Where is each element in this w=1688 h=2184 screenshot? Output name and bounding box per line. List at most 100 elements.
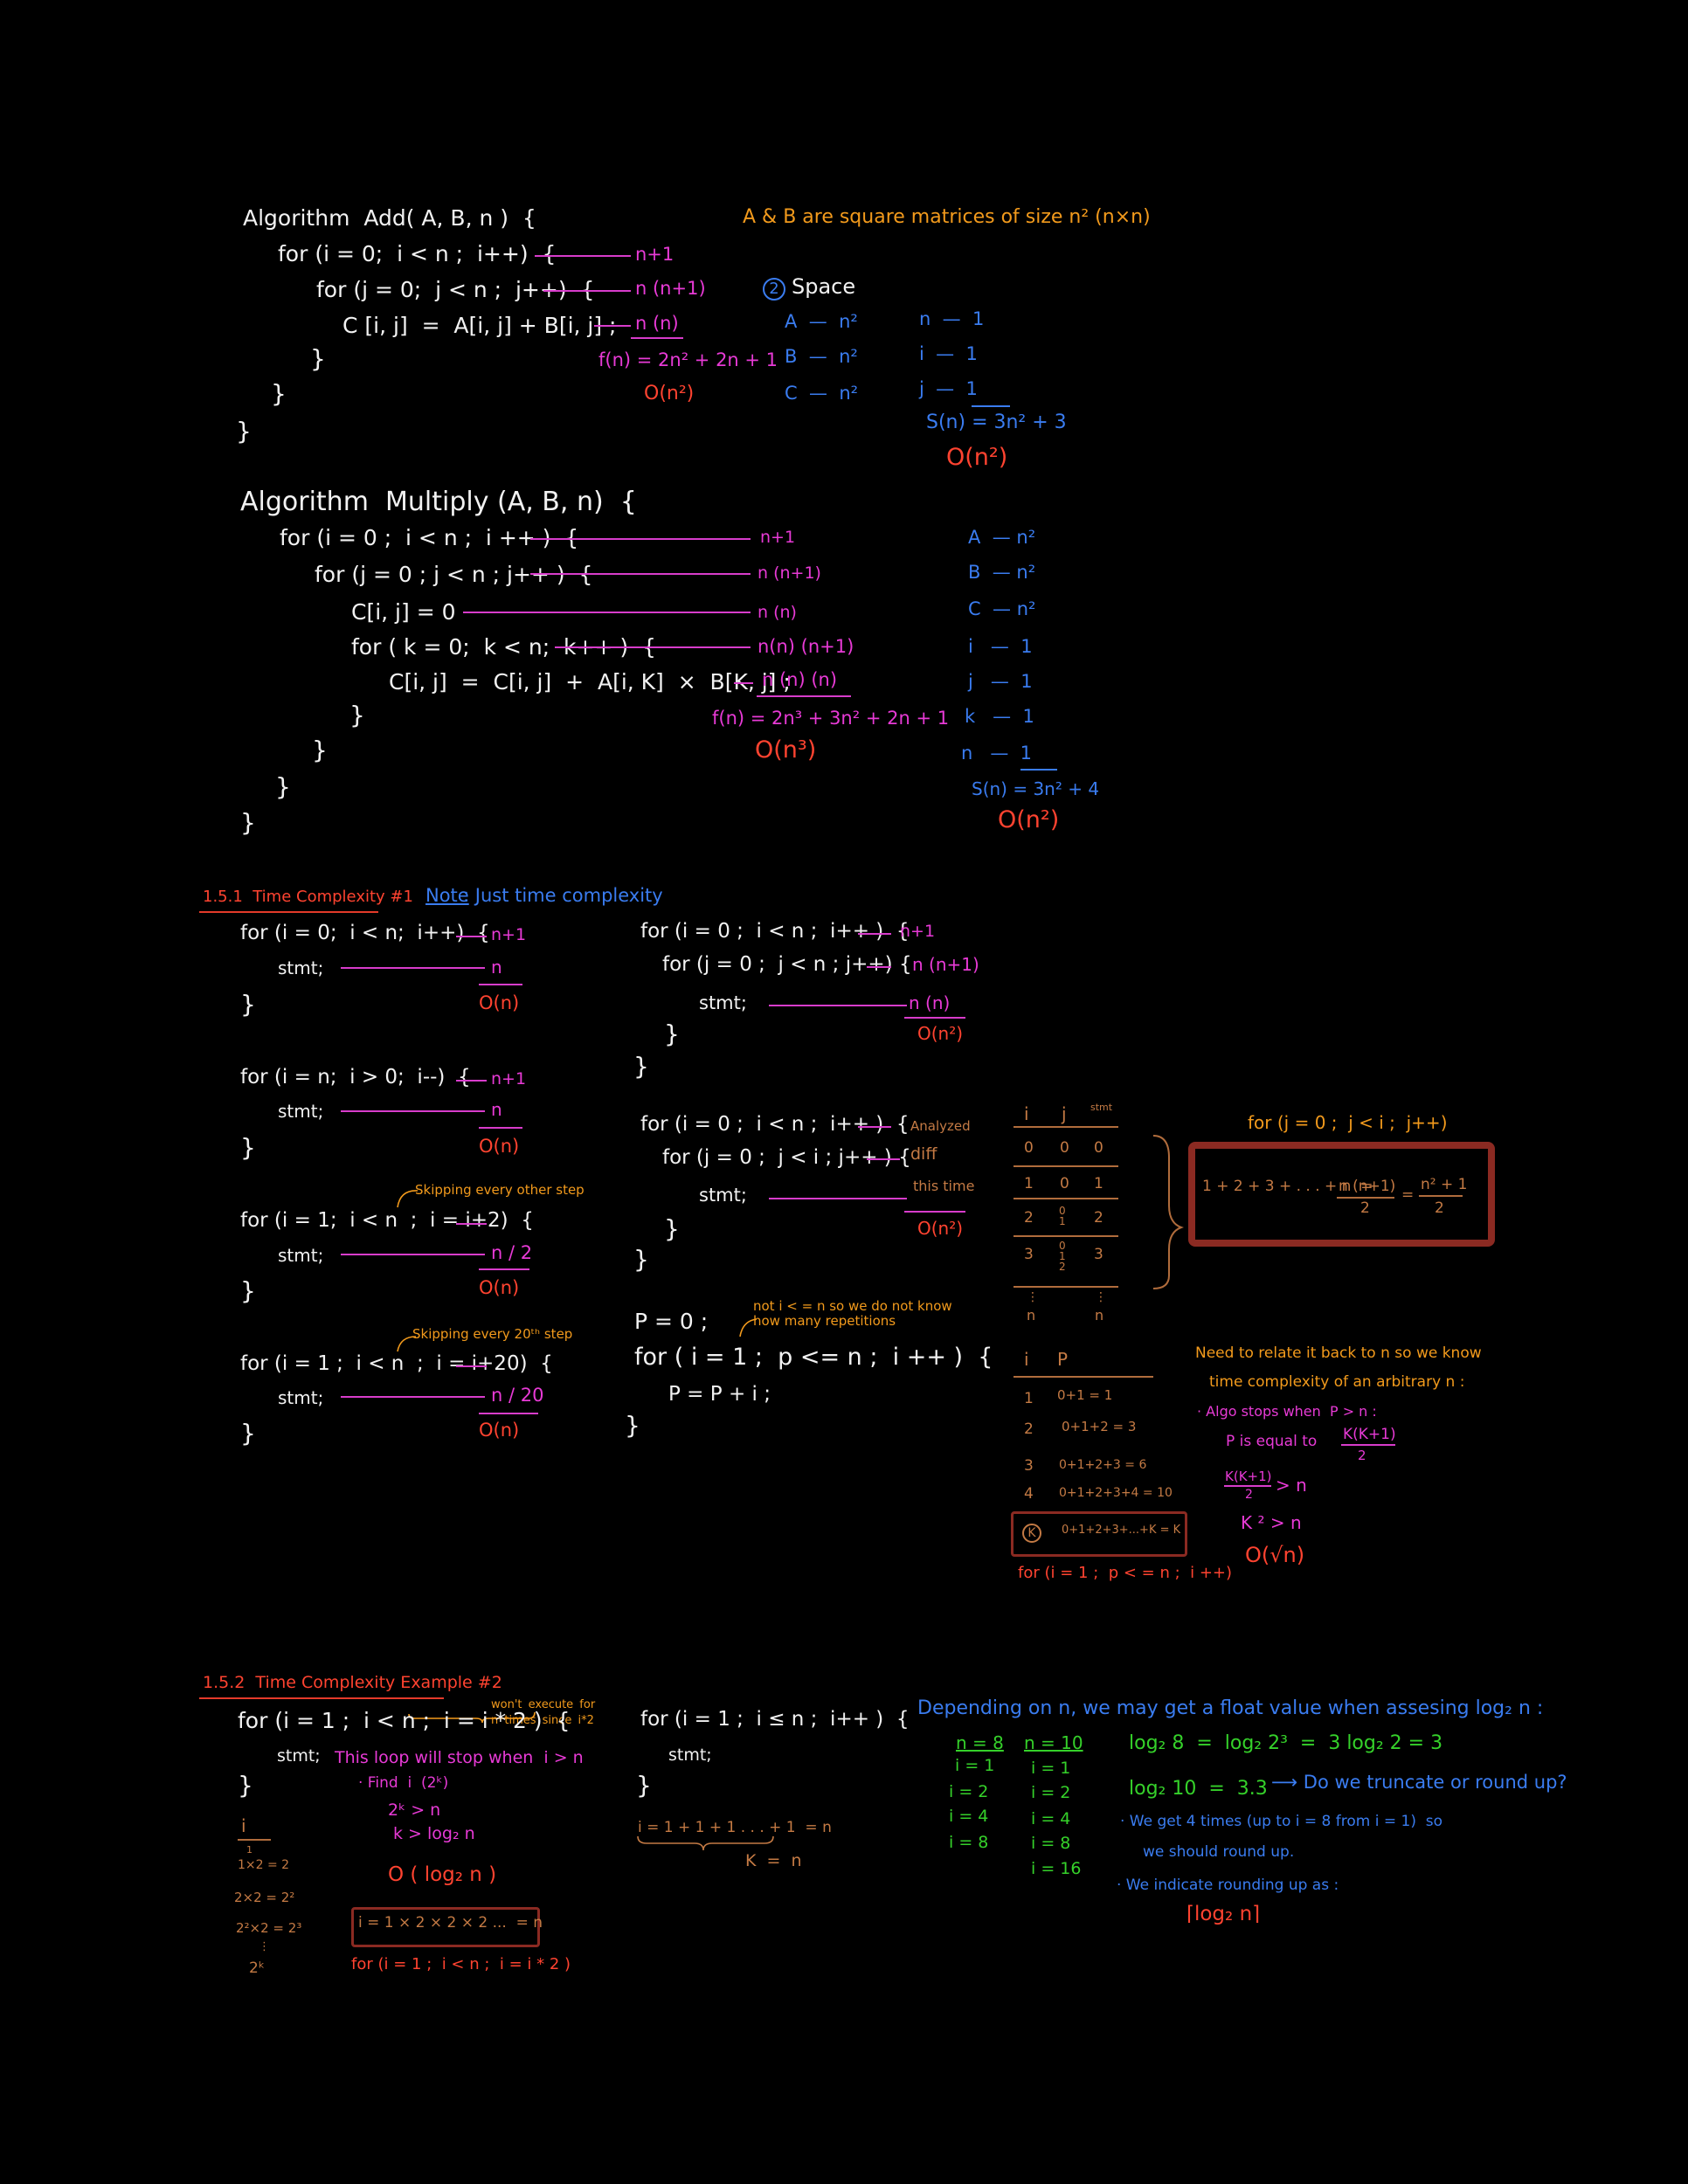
side-note: Analyzed	[910, 1118, 971, 1134]
loop-close-brace: }	[240, 1133, 256, 1162]
add-step-count: n+1	[635, 244, 675, 265]
step-count: n	[491, 1099, 502, 1120]
explanation-line: · Find i (2ᵏ)	[358, 1774, 449, 1792]
mul-step-count: n(n) (n+1)	[758, 636, 854, 657]
explanation-line: time complexity of an arbitrary n :	[1209, 1373, 1465, 1391]
add-var-row: i — 1	[919, 343, 978, 364]
mul-step-count: n (n+1)	[758, 563, 821, 583]
annotation: Skipping every 20ᵗʰ step	[412, 1326, 573, 1342]
big-o-result: O(n)	[479, 992, 520, 1013]
mul-step-count: n (n)	[758, 603, 797, 622]
sum-underline	[904, 1211, 965, 1213]
fraction-bar	[1341, 1444, 1395, 1446]
mul-loop-k: for ( k = 0; k < n; k++ ) {	[351, 634, 656, 660]
step-count: n+1	[491, 925, 527, 944]
add-matrix-note: A & B are square matrices of size n² (n×…	[743, 206, 1151, 228]
trace-cell: 0+1+2+3 = 6	[1059, 1458, 1147, 1472]
side-note: diff	[910, 1144, 937, 1164]
trace-value: i = 1	[955, 1756, 995, 1775]
trace-dots: ⋮	[1095, 1290, 1107, 1304]
mul-space-row: i — 1	[968, 636, 1033, 657]
fraction-numerator: K(K+1)	[1343, 1426, 1396, 1443]
loop-stmt: stmt;	[668, 1745, 712, 1765]
big-o-result: O(n)	[479, 1420, 520, 1441]
table-rule	[1013, 1376, 1153, 1378]
connector-line	[769, 1198, 907, 1199]
product-box	[351, 1907, 540, 1947]
connector-line	[769, 1005, 907, 1006]
mul-close-brace: }	[275, 772, 291, 801]
product-formula: i = 1 × 2 × 2 × 2 ... = n	[358, 1914, 543, 1932]
loop-close-brace: }	[240, 1419, 256, 1448]
power-step: 2×2 = 2²	[234, 1890, 295, 1905]
p-loop-body: P = P + i ;	[668, 1383, 771, 1406]
mul-loop-j: for (j = 0 ; j < n ; j++ ) {	[315, 562, 593, 587]
mul-connector-line	[530, 538, 751, 540]
annotation-arrow	[397, 1336, 417, 1352]
connector-line	[867, 966, 891, 968]
trace-cell: 0 1	[1059, 1205, 1066, 1227]
mul-connector-line	[530, 573, 751, 575]
big-o-result: O(n)	[479, 1277, 520, 1298]
log-computation: log₂ 10 = 3.3	[1129, 1778, 1268, 1800]
explanation-line: P is equal to	[1226, 1433, 1318, 1450]
explanation-line: · We indicate rounding up as :	[1117, 1876, 1339, 1894]
nested-inner-loop: for (j = 0 ; j < i ; j++ ) {	[662, 1146, 911, 1169]
log-question: ⟶ Do we truncate or round up?	[1271, 1772, 1567, 1793]
loop-close-brace: }	[238, 1771, 253, 1800]
space-heading: Space	[792, 274, 856, 299]
annotation: not i < = n so we do not know how many r…	[753, 1298, 952, 1329]
mul-space-row: j — 1	[968, 671, 1033, 692]
step-count: n / 2	[491, 1242, 533, 1263]
trace-header: n = 10	[1024, 1732, 1083, 1753]
annotation: won't execute for n times since i*2	[491, 1698, 596, 1727]
fraction-bar	[1337, 1197, 1394, 1199]
p-loop-close-brace: }	[625, 1411, 640, 1440]
add-close-brace-inner: }	[310, 344, 326, 373]
sum-underline	[479, 984, 522, 985]
connector-line	[456, 1365, 487, 1367]
big-o-result: O(n²)	[917, 1023, 964, 1044]
add-connector-line	[543, 290, 631, 292]
fraction-bar	[1419, 1195, 1463, 1197]
power-step: 2²×2 = 2³	[236, 1920, 302, 1936]
fraction-denominator: 2	[1360, 1199, 1370, 1217]
connector-line	[456, 936, 487, 937]
trace-header-i: i	[1024, 1349, 1029, 1370]
mul-step-count: n+1	[760, 528, 796, 547]
step-count: n+1	[491, 1069, 527, 1089]
note-label: Note	[425, 885, 469, 906]
add-space-row: C — n²	[785, 383, 859, 404]
mul-assignment: C[i, j] = C[i, j] + A[i, K] × B[K, j] ;	[389, 669, 791, 695]
trace-header: n = 8	[956, 1732, 1004, 1753]
trace-value: i = 1	[1031, 1759, 1071, 1778]
sum-brace	[637, 1835, 774, 1851]
loop-label: for (i = 1 ; p < = n ; i ++)	[1018, 1564, 1233, 1582]
nested-close-brace: }	[633, 1245, 649, 1274]
nested-close-brace: }	[633, 1052, 649, 1081]
sum-underline	[479, 1413, 538, 1414]
trace-cell: 1	[1094, 1175, 1103, 1192]
trace-cell: 0+1+2+3+...+K = K	[1062, 1524, 1181, 1537]
trace-cell: 0+1+2 = 3	[1062, 1419, 1137, 1434]
trace-value: i = 16	[1031, 1859, 1082, 1878]
loop-close-brace: }	[636, 1771, 652, 1800]
connector-line	[341, 1396, 485, 1398]
side-note: this time	[913, 1178, 975, 1194]
mul-close-brace: }	[240, 808, 256, 837]
trace-header-stmt: stmt	[1090, 1102, 1113, 1113]
big-o-result: O(n²)	[917, 1218, 964, 1239]
ceiling-notation: ⌈log₂ n⌉	[1186, 1903, 1261, 1925]
add-assignment: C [i, j] = A[i, j] + B[i, j] ;	[342, 313, 617, 338]
trace-value: i = 8	[949, 1833, 989, 1852]
trace-cell: 3	[1024, 1246, 1034, 1263]
equals-sign: =	[1401, 1186, 1415, 1204]
loop-header: for (i = 1 ; i < n ; i = i+20) {	[240, 1352, 553, 1375]
nested-inner-loop: for (j = 0 ; j < n ; j++) {	[662, 953, 912, 976]
loop-stmt: stmt;	[278, 1387, 324, 1408]
k-circle: K	[1022, 1524, 1041, 1543]
sum-underline	[479, 1268, 529, 1270]
step-count: n / 20	[491, 1385, 544, 1406]
note-text: : Just time complexity	[463, 885, 663, 906]
